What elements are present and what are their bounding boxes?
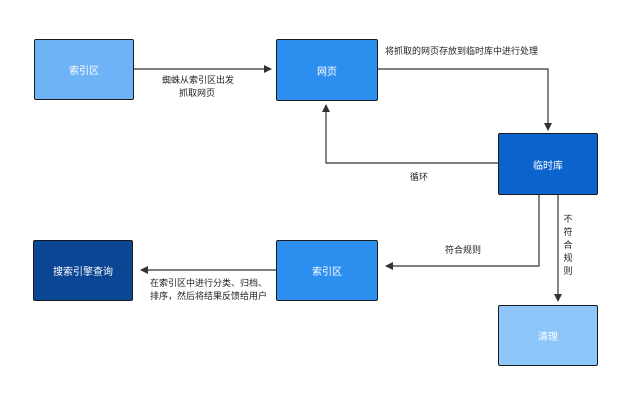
node-index-bottom: 索引区 bbox=[276, 240, 378, 301]
label-spider-line1: 蜘蛛从索引区出发 bbox=[162, 76, 235, 86]
label-spider-line2: 抓取网页 bbox=[179, 89, 216, 99]
label-match: 符合规则 bbox=[445, 246, 482, 256]
label-loop: 循环 bbox=[410, 173, 429, 183]
label-not-match: 不符合规则 bbox=[563, 215, 573, 277]
label-process-line1: 在索引区中进行分类、归档、 bbox=[150, 279, 268, 289]
node-search-query: 搜索引擎查询 bbox=[33, 240, 133, 301]
edge-store bbox=[378, 68, 552, 131]
node-index-top: 索引区 bbox=[34, 39, 134, 100]
label-process-line2: 排序，然后将结果反馈给用户 bbox=[150, 292, 268, 302]
edge-loop bbox=[322, 104, 498, 164]
edge-match bbox=[385, 195, 540, 270]
node-cleanup: 清理 bbox=[498, 305, 598, 366]
label-store: 将抓取的网页存放到临时库中进行处理 bbox=[385, 47, 539, 57]
node-web-page: 网页 bbox=[276, 39, 378, 101]
node-temp-store: 临时库 bbox=[498, 133, 598, 195]
